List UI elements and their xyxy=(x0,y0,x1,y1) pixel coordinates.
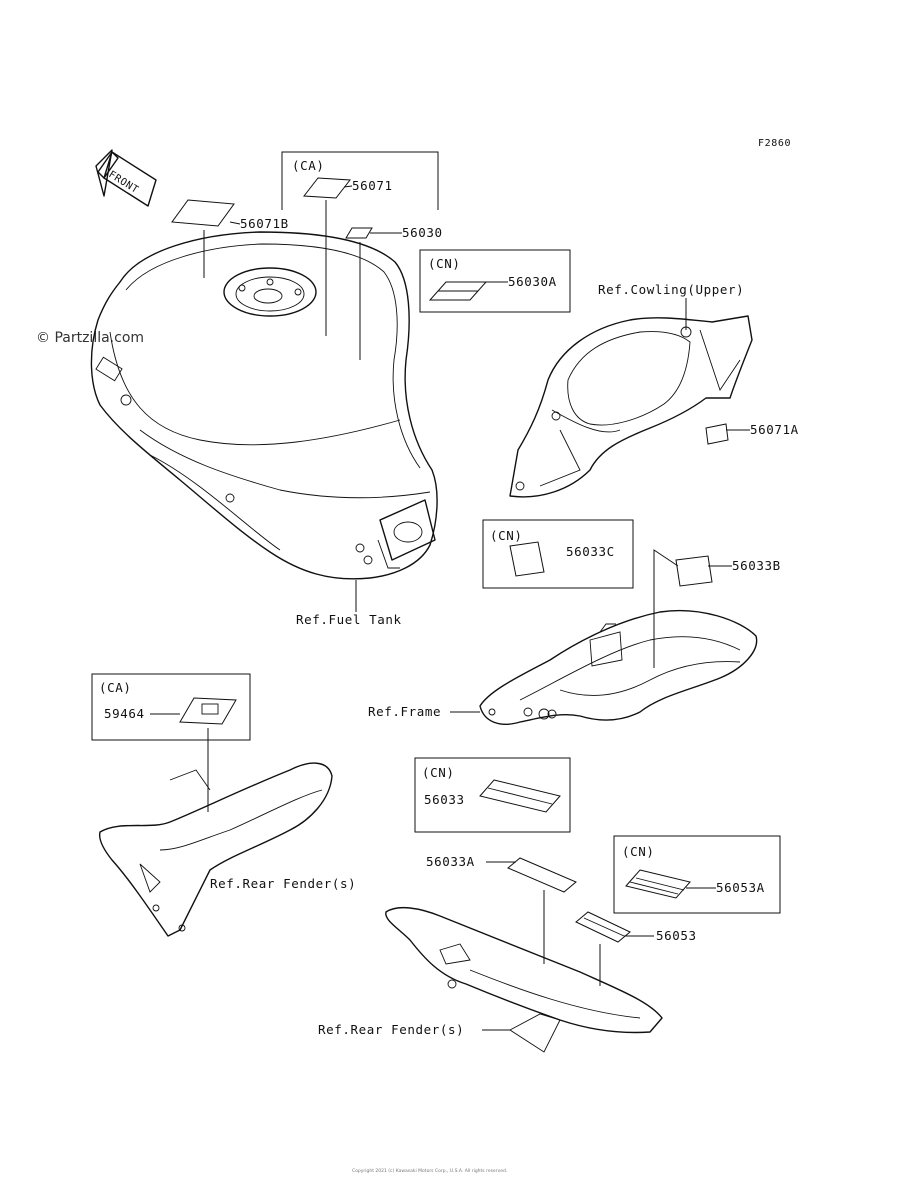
ref-cowling-upper: Ref.Cowling(Upper) xyxy=(598,282,744,297)
cn-box-56033c: (CN) 56033C xyxy=(482,519,634,589)
cowling-upper-outline xyxy=(509,315,753,498)
label-56030: 56030 xyxy=(402,225,443,240)
cn-box-56033: (CN) 56033 xyxy=(414,757,571,833)
label-59464: 59464 xyxy=(104,706,145,721)
cn-box-56053a: (CN) 56053A xyxy=(613,835,781,914)
tag-cn-56053a: (CN) xyxy=(622,844,655,859)
decal-56033a xyxy=(507,857,577,893)
figure-code: F2860 xyxy=(758,138,791,149)
ref-frame: Ref.Frame xyxy=(368,704,441,719)
ref-rear-fender-1: Ref.Rear Fender(s) xyxy=(210,876,356,891)
rear-fender-left-outline xyxy=(98,762,333,937)
tag-cn-56033c: (CN) xyxy=(490,528,523,543)
cn-box-56030a: (CN) 56030A xyxy=(419,249,571,313)
ca-box-59464: (CA) 59464 xyxy=(91,673,251,812)
footer-copyright: Copyright 2021 (c) Kawasaki Motors Corp.… xyxy=(352,1168,507,1174)
watermark: © Partzilla.com xyxy=(36,330,144,346)
label-56033b: 56033B xyxy=(732,558,781,573)
tag-ca-59464: (CA) xyxy=(99,680,132,695)
frame-outline xyxy=(479,609,758,725)
label-56033a: 56033A xyxy=(426,854,475,869)
label-56033c: 56033C xyxy=(566,544,615,559)
tag-cn-56030a: (CN) xyxy=(428,256,461,271)
fuel-tank-outline xyxy=(90,231,438,580)
label-56030a: 56030A xyxy=(508,274,557,289)
decal-56033b xyxy=(675,555,713,587)
label-56053a: 56053A xyxy=(716,880,765,895)
label-56071b: 56071B xyxy=(240,216,289,231)
label-56071a: 56071A xyxy=(750,422,799,437)
ref-rear-fender-2: Ref.Rear Fender(s) xyxy=(318,1022,464,1037)
tag-ca-top: (CA) xyxy=(292,158,325,173)
label-56071: 56071 xyxy=(352,178,393,193)
label-56053: 56053 xyxy=(656,928,697,943)
decal-56071a xyxy=(705,423,729,445)
ref-fuel-tank: Ref.Fuel Tank xyxy=(296,612,402,627)
ca-group-top: (CA) 56071 56030 xyxy=(281,151,443,360)
rear-fender-right-outline xyxy=(385,906,663,1053)
decal-56071b: 56071B xyxy=(171,199,289,278)
front-arrow-icon: FRONT xyxy=(95,149,157,207)
label-56033: 56033 xyxy=(424,792,465,807)
tag-cn-56033: (CN) xyxy=(422,765,455,780)
